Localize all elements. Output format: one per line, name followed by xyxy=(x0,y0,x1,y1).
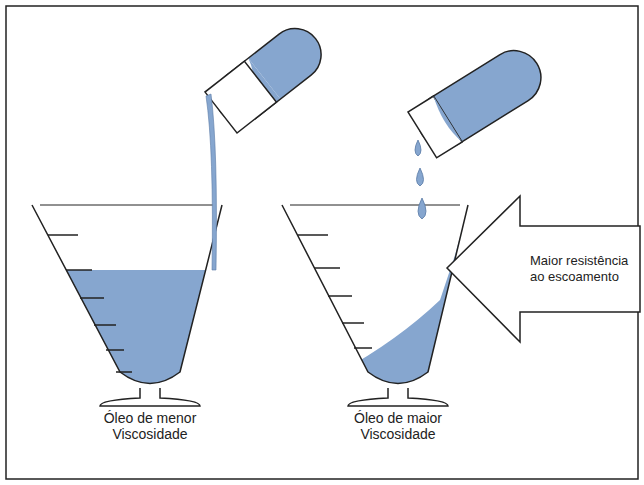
oil-stream xyxy=(206,94,216,270)
arrow-shape xyxy=(447,196,640,342)
beaker-caption: Óleo de maior Viscosidade xyxy=(323,410,473,442)
callout-text: Maior resistência ao escoamento xyxy=(530,253,630,285)
beaker-high-viscosity xyxy=(282,205,470,406)
oil-drops xyxy=(415,140,426,219)
pouring-jug xyxy=(205,15,336,133)
arrow-callout: Maior resistência ao escoamento xyxy=(526,228,634,310)
beaker-caption: Óleo de menor Viscosidade xyxy=(75,410,225,442)
beaker-low-viscosity xyxy=(20,205,240,406)
pouring-jug xyxy=(408,38,555,158)
